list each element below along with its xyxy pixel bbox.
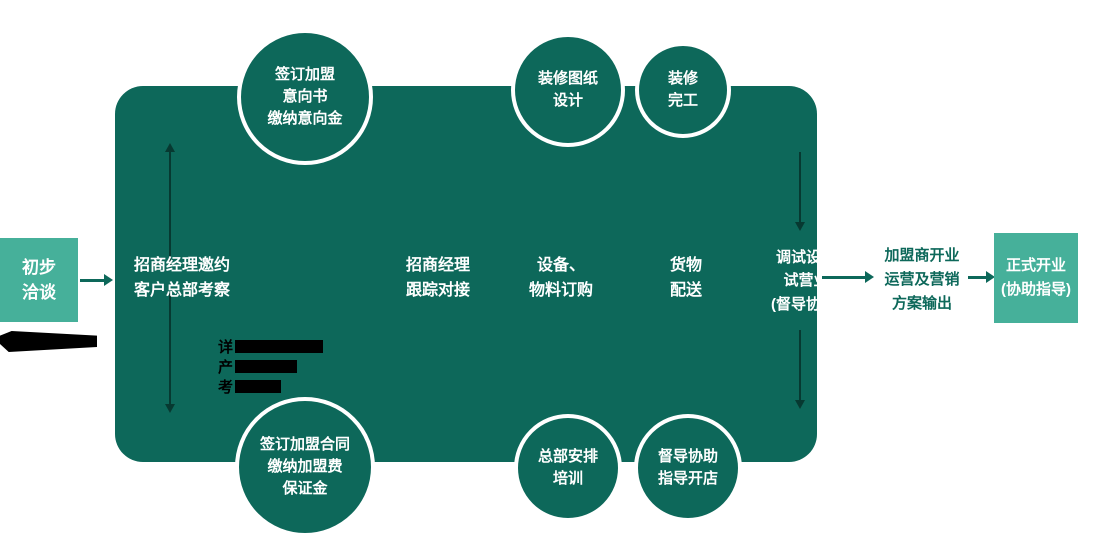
obscured-note-bar1 (235, 339, 324, 353)
obscured-note-bar2 (235, 359, 298, 373)
obscured-note-text: 详 产 考 (218, 336, 324, 396)
circle-supervisor-assist: 督导协助 指导开店 (634, 414, 742, 522)
arrow-start-to-main (80, 279, 105, 282)
connector-right-down-line (799, 330, 801, 400)
stage-equipment-order: 设备、 物料订购 (529, 254, 593, 304)
circle-assist-line2: 指导开店 (657, 470, 718, 487)
output-plan-box: 加盟商开业 运营及营销 方案输出 (874, 240, 970, 320)
arrow-output-to-final-head (986, 271, 995, 283)
obscured-note-char3: 考 (218, 378, 234, 396)
circle-contract-line2: 缴纳加盟费 (267, 458, 343, 476)
circle-training-line2: 培训 (552, 470, 583, 487)
start-step-box: 初步 洽谈 (0, 238, 78, 322)
stage-trial-operation: 调试设备 试营业 (督导协助) (771, 246, 841, 316)
output-plan-line1: 加盟商开业 (884, 247, 960, 264)
circle-contract-line3: 保证金 (282, 479, 328, 497)
connector-right-up-line (799, 152, 801, 222)
circle-contract-signing: 签订加盟合同 缴纳加盟费 保证金 (235, 397, 375, 537)
circle-intent-line2: 意向书 (282, 88, 328, 106)
start-step-line2: 洽谈 (22, 283, 56, 302)
circle-design-line1: 装修图纸 (537, 70, 598, 88)
arrow-main-to-output-head (865, 271, 874, 283)
stage-equipment-line1: 设备、 (536, 257, 586, 275)
circle-hq-training: 总部安排 培训 (514, 414, 622, 522)
stage-trial-line1: 调试设备 (775, 249, 836, 267)
connector-down-arrow-icon (165, 404, 175, 413)
connector-right-up-arrow-icon (795, 222, 805, 231)
stage-invite-inspection: 招商经理邀约 客户总部考察 (134, 254, 230, 304)
stage-trial-line3: (督导协助) (771, 295, 841, 313)
ink-artifact (0, 331, 97, 352)
final-opening-line1: 正式开业 (1005, 257, 1066, 274)
circle-decoration-design: 装修图纸 设计 (511, 33, 625, 147)
stage-manager-followup: 招商经理 跟踪对接 (406, 254, 470, 304)
output-plan-line2: 运营及营销 (884, 271, 960, 288)
main-process-panel (115, 86, 817, 462)
stage-goods-delivery: 货物 配送 (670, 254, 702, 304)
obscured-note-line1: 详 (218, 336, 324, 356)
stage-equipment-line2: 物料订购 (528, 282, 594, 299)
stage-followup-line1: 招商经理 (405, 257, 471, 275)
connector-up-line (169, 152, 171, 265)
arrow-start-to-main-head (104, 274, 113, 286)
circle-training-line1: 总部安排 (537, 448, 598, 466)
circle-decoration-complete: 装修 完工 (635, 42, 731, 138)
circle-design-line2: 设计 (552, 92, 583, 109)
output-plan-line3: 方案输出 (891, 295, 952, 312)
stage-delivery-line1: 货物 (669, 257, 703, 275)
circle-intent-letter: 签订加盟 意向书 缴纳意向金 (237, 29, 373, 165)
circle-assist-line1: 督导协助 (657, 448, 718, 466)
stage-trial-line2: 试营业 (783, 272, 829, 290)
final-opening-line2: (协助指导) (1001, 281, 1071, 298)
stage-invite-line1: 招商经理邀约 (133, 257, 231, 275)
start-step-line1: 初步 (22, 257, 56, 277)
stage-invite-line2: 客户总部考察 (133, 282, 231, 299)
circle-intent-line3: 缴纳意向金 (267, 109, 343, 127)
connector-right-down-arrow-icon (795, 400, 805, 409)
circle-contract-line1: 签订加盟合同 (259, 436, 350, 454)
stage-followup-line2: 跟踪对接 (405, 282, 471, 299)
final-opening-box: 正式开业 (协助指导) (994, 233, 1078, 323)
obscured-note-char2: 产 (218, 358, 234, 376)
stage-delivery-line2: 配送 (669, 282, 703, 299)
connector-up-arrow-icon (165, 143, 175, 152)
obscured-note-line3: 考 (218, 376, 323, 396)
circle-intent-line1: 签订加盟 (274, 66, 335, 84)
arrow-main-to-output (822, 276, 866, 279)
arrow-output-to-final (968, 276, 987, 279)
circle-complete-line2: 完工 (667, 92, 698, 109)
connector-down-line (169, 292, 171, 404)
circle-complete-line1: 装修 (667, 70, 698, 88)
obscured-note-char1: 详 (218, 338, 234, 356)
obscured-note-line2: 产 (218, 356, 323, 376)
obscured-note-bar3 (235, 379, 282, 393)
